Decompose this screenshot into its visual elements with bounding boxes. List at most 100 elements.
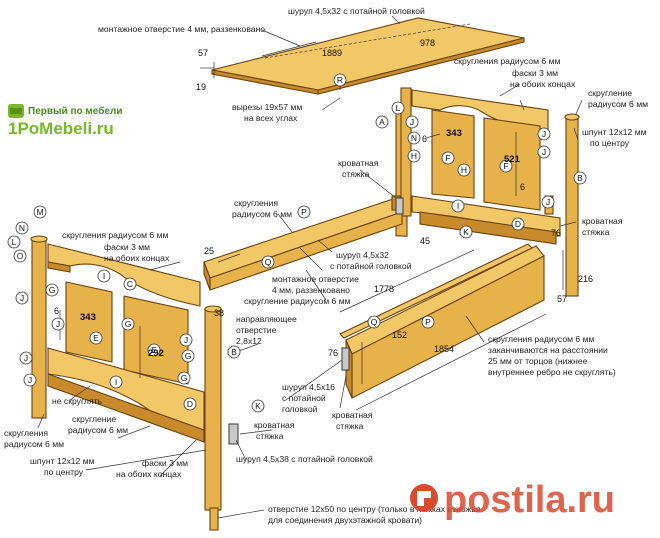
note-bed-tie-head: кроватная <box>582 216 623 226</box>
note-dowel-right: по центру <box>590 138 630 148</box>
note-bed-tie-foot: стяжка <box>256 431 284 441</box>
part-label-d: D <box>515 219 521 229</box>
note-bed-tie-head: стяжка <box>582 227 610 237</box>
dim-45: 45 <box>420 236 430 246</box>
note-bed-tie-rail: кроватная <box>332 410 373 420</box>
watermark-text: postila.ru <box>444 479 615 521</box>
part-label-a: A <box>379 117 385 127</box>
dim-521: 521 <box>504 154 521 165</box>
part-label-l: L <box>396 103 401 113</box>
note-hole-bottom: для соединения двухэтажной кровати) <box>268 515 422 525</box>
note-chamfer-bottom: на обоих концах <box>116 469 182 479</box>
part-label-j: J <box>542 147 546 157</box>
note-rail-rounding: 25 мм от торцов (нижнее <box>488 356 588 366</box>
note-rounding-foot: скругления радиусом 6 мм <box>62 230 168 240</box>
note-rounding-left: скругления <box>4 428 48 438</box>
part-label-q: Q <box>371 317 378 327</box>
annotations: шуруп 4,5х32 с потайной головкой монтажн… <box>4 6 648 525</box>
dim-57: 57 <box>557 294 567 304</box>
note-screw-bottom: шуруп 4,5х38 с потайной головкой <box>236 454 373 464</box>
note-rounding-side: скругление радиусом 6 мм <box>244 296 351 306</box>
part-label-g: G <box>125 319 132 329</box>
note-rounding-right: скругление <box>588 88 632 98</box>
note-chamfer-foot: на обоих концах <box>104 253 170 263</box>
dim-38: 38 <box>214 308 224 318</box>
note-dowel-right: шпунт 12х12 мм <box>582 127 647 137</box>
note-screw-rail: с потайной <box>282 393 326 403</box>
part-label-j: J <box>20 293 24 303</box>
note-dowel-left: по центру <box>44 467 84 477</box>
side-rail-lower <box>339 243 545 399</box>
note-rounding-mid: радиусом 6 мм <box>232 209 292 219</box>
part-label-o: O <box>17 251 24 261</box>
note-rounding-left: радиусом 6 мм <box>4 439 64 449</box>
note-hole-bottom: отверстие 12х50 по центру (только в ножк… <box>268 504 481 514</box>
part-label-c: C <box>127 279 133 289</box>
part-label-f: F <box>445 153 450 163</box>
part-label-j: J <box>542 129 546 139</box>
note-rail-rounding: внутреннее ребро не скруглять) <box>488 367 616 377</box>
part-label-e: E <box>93 333 99 343</box>
part-label-m: M <box>36 207 43 217</box>
top-panel <box>211 17 525 95</box>
part-label-j: J <box>28 375 32 385</box>
note-screw-top: шуруп 4,5х32 с потайной головкой <box>288 6 425 16</box>
part-label-j: J <box>410 117 414 127</box>
note-no-round: не скруглять <box>52 396 102 406</box>
part-label-l: L <box>12 237 17 247</box>
note-guide-hole: отверстие <box>236 325 277 335</box>
part-label-b: B <box>577 173 583 183</box>
bed-tie-bracket <box>341 347 350 371</box>
leader-lines <box>37 15 583 519</box>
part-label-n: N <box>411 133 417 143</box>
note-chamfer-head: на обоих концах <box>510 79 576 89</box>
note-dowel-left: шпунт 12х12 мм <box>30 456 95 466</box>
note-rail-rounding: заканчиваются на расстоянии <box>488 345 608 355</box>
part-label-d: D <box>187 399 193 409</box>
part-label-e: E <box>151 345 157 355</box>
note-chamfer-head: фаски 3 мм <box>512 68 558 78</box>
note-guide-hole: 2,8х12 <box>236 336 262 346</box>
dim-1854: 1854 <box>434 344 454 354</box>
dim-6: 6 <box>422 134 427 144</box>
dim-76: 76 <box>551 228 561 238</box>
part-label-f: F <box>503 161 508 171</box>
part-label-n: N <box>19 223 25 233</box>
note-rounding-head: скругления радиусом 6 мм <box>454 56 560 66</box>
note-bed-tie-foot: кроватная <box>254 420 295 430</box>
part-label-p: P <box>301 207 307 217</box>
part-label-h: H <box>411 151 417 161</box>
part-label-h: H <box>461 165 467 175</box>
part-label-j: J <box>546 197 550 207</box>
part-label-p: P <box>425 317 431 327</box>
dimension-labels: 1889 978 57 19 343 521 6 6 45 76 216 57 … <box>54 38 593 359</box>
dim-1778: 1778 <box>374 284 394 294</box>
part-label-j: J <box>184 335 188 345</box>
note-rail-rounding: скругления радиусом 6 мм <box>488 334 594 344</box>
note-cutouts: на всех углах <box>244 113 298 123</box>
part-label-i: I <box>103 271 105 281</box>
note-mount-hole-mid: 4 мм, раззенковано <box>272 285 350 295</box>
watermark: postila.ru <box>410 479 615 521</box>
part-label-i: I <box>115 377 117 387</box>
logo: Первый по мебели 1PoMebeli.ru <box>8 104 122 138</box>
part-label-g: G <box>49 285 56 295</box>
note-chamfer-bottom: фаски 3 мм <box>142 458 188 468</box>
dim-343: 343 <box>80 312 96 323</box>
note-chamfer-foot: фаски 3 мм <box>104 242 150 252</box>
footboard <box>30 235 222 531</box>
dim-978: 978 <box>420 38 435 48</box>
note-screw-mid: шуруп 4,5х32 <box>336 250 389 260</box>
part-label-j: J <box>56 319 60 329</box>
part-label-k: K <box>463 227 469 237</box>
part-label-g: G <box>185 351 192 361</box>
note-bed-tie-top: кроватная <box>338 158 379 168</box>
logo-tagline: Первый по мебели <box>28 105 122 117</box>
note-rounding-mid: скругления <box>234 198 278 208</box>
part-label-g: G <box>181 373 188 383</box>
bed-tie-bracket <box>395 197 404 215</box>
note-rounding-bottom: радиусом 6 мм <box>68 425 128 435</box>
dim-6: 6 <box>520 182 525 192</box>
